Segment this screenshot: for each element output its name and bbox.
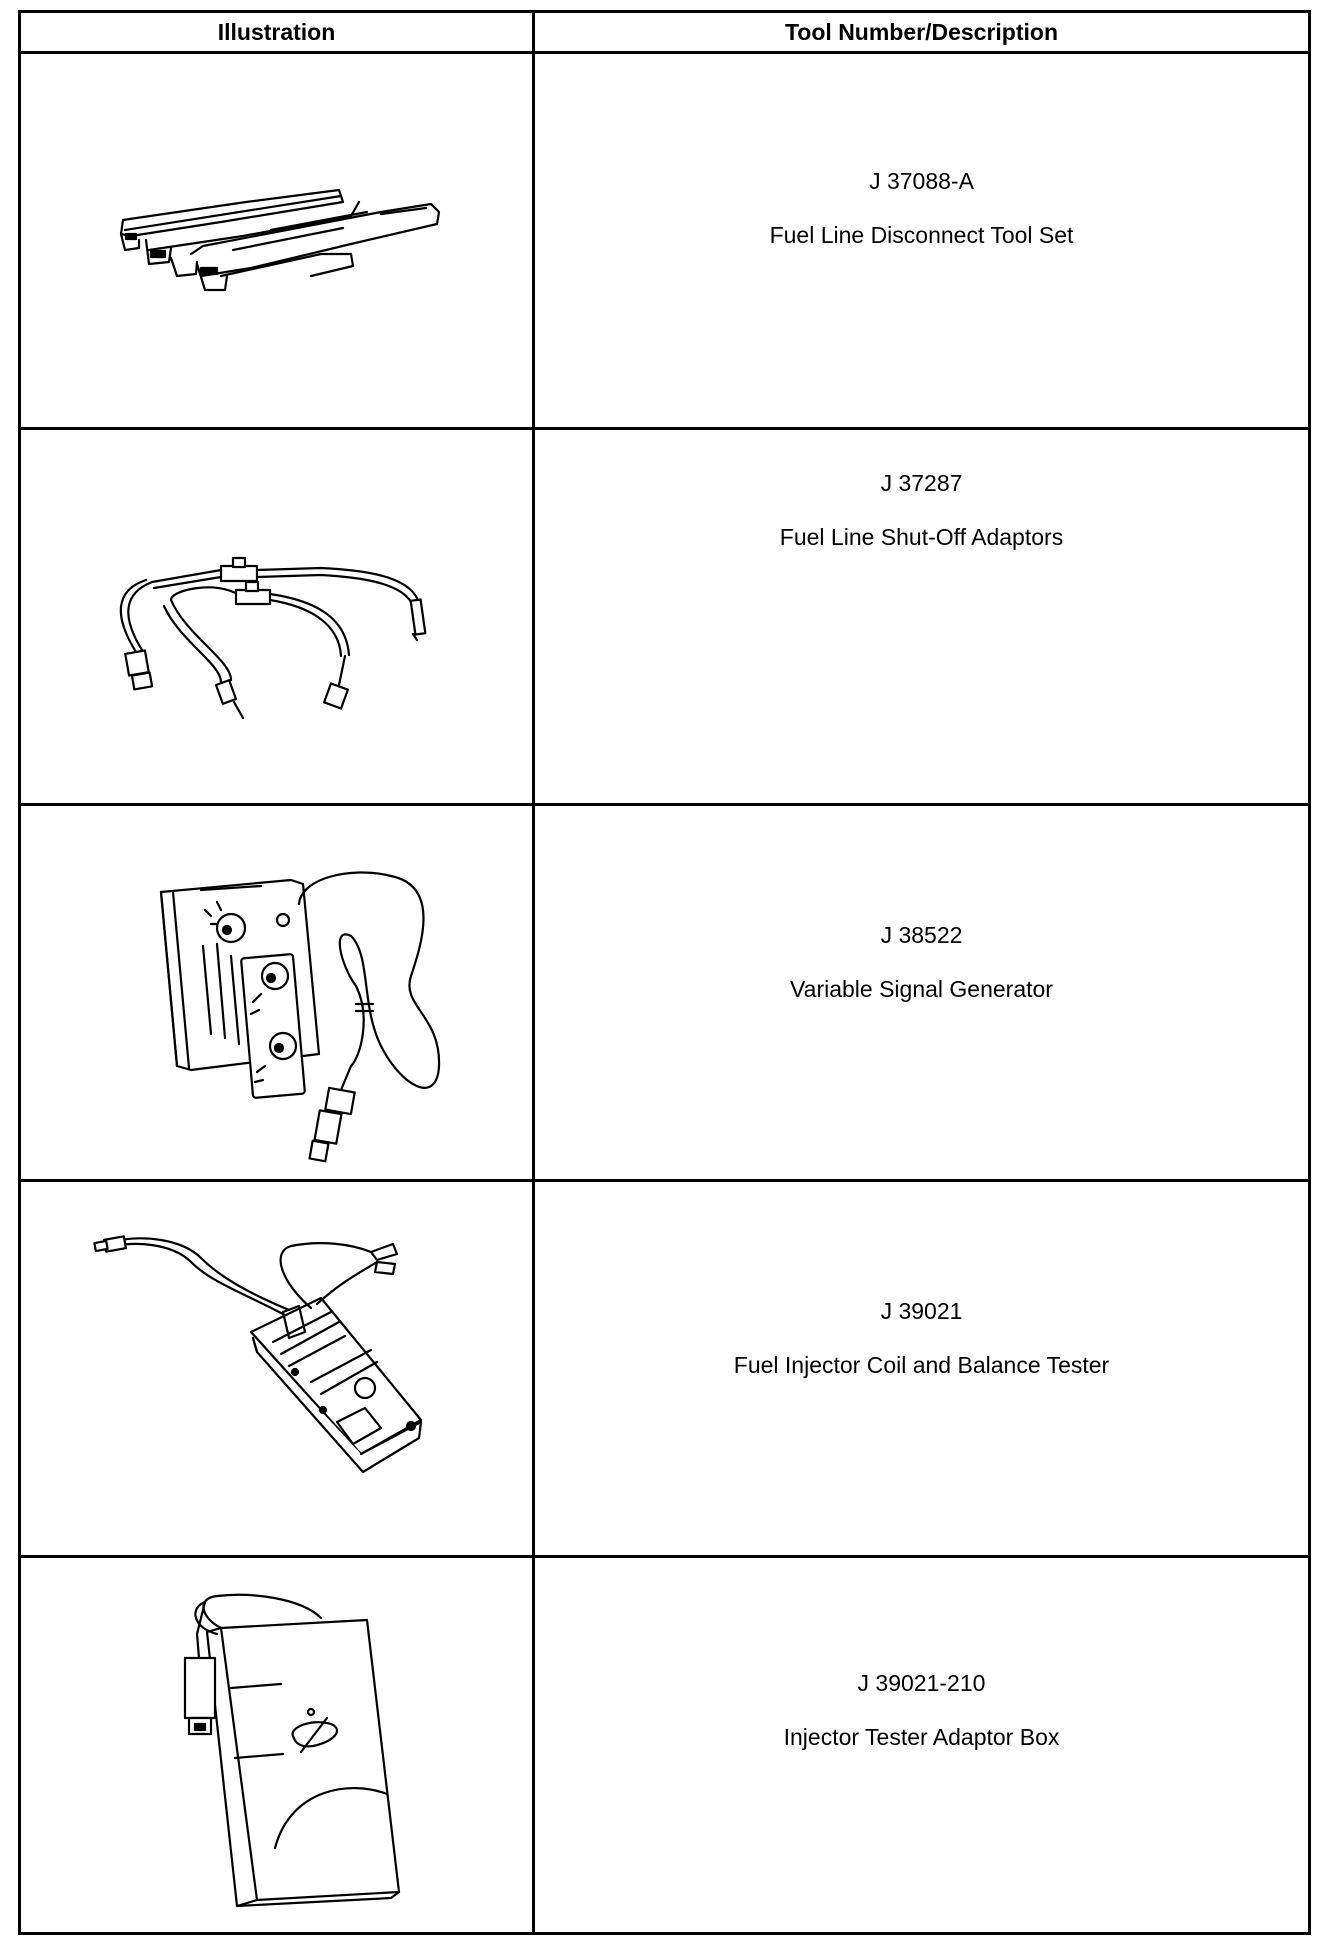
tool-number: J 39021-210 [857,1670,986,1696]
tool-table: Illustration Tool Number/Description [18,10,1311,1935]
table-row: J 39021 Fuel Injector Coil and Balance T… [21,1182,1308,1558]
tool-name: Injector Tester Adaptor Box [783,1724,1060,1750]
table-row: J 38522 Variable Signal Generator [21,806,1308,1182]
description-cell: J 38522 Variable Signal Generator [535,806,1308,1179]
table-header: Illustration Tool Number/Description [21,13,1308,54]
illustration-cell [21,430,532,803]
table-row: J 37088-A Fuel Line Disconnect Tool Set [21,54,1308,430]
column-divider [532,13,535,1932]
description-cell: J 39021-210 Injector Tester Adaptor Box [535,1558,1308,1932]
tool-number: J 37287 [880,470,963,496]
illustration-cell [21,54,532,427]
illustration-cell [21,1558,532,1932]
tool-name: Variable Signal Generator [790,976,1053,1002]
description-cell: J 37088-A Fuel Line Disconnect Tool Set [535,54,1308,427]
description-cell: J 39021 Fuel Injector Coil and Balance T… [535,1182,1308,1555]
illustration-cell [21,1182,532,1555]
table-row: J 39021-210 Injector Tester Adaptor Box [21,1558,1308,1932]
illustration-cell [21,806,532,1179]
tool-name: Fuel Line Shut-Off Adaptors [779,524,1064,550]
tool-number: J 39021 [880,1298,963,1324]
adaptor-box-icon [183,1593,401,1908]
injector-tester-icon [93,1235,423,1474]
table-row: J 37287 Fuel Line Shut-Off Adaptors [21,430,1308,806]
description-header: Tool Number/Description [784,19,1059,45]
signal-generator-icon [159,871,441,1163]
disconnect-tool-set-icon [119,188,441,292]
tool-number: J 37088-A [869,168,974,194]
tool-name: Fuel Injector Coil and Balance Tester [733,1352,1110,1378]
shut-off-adaptors-icon [119,556,427,720]
description-cell: J 37287 Fuel Line Shut-Off Adaptors [535,430,1308,803]
tool-number: J 38522 [880,922,963,948]
illustration-header: Illustration [217,19,336,45]
tool-name: Fuel Line Disconnect Tool Set [769,222,1074,248]
